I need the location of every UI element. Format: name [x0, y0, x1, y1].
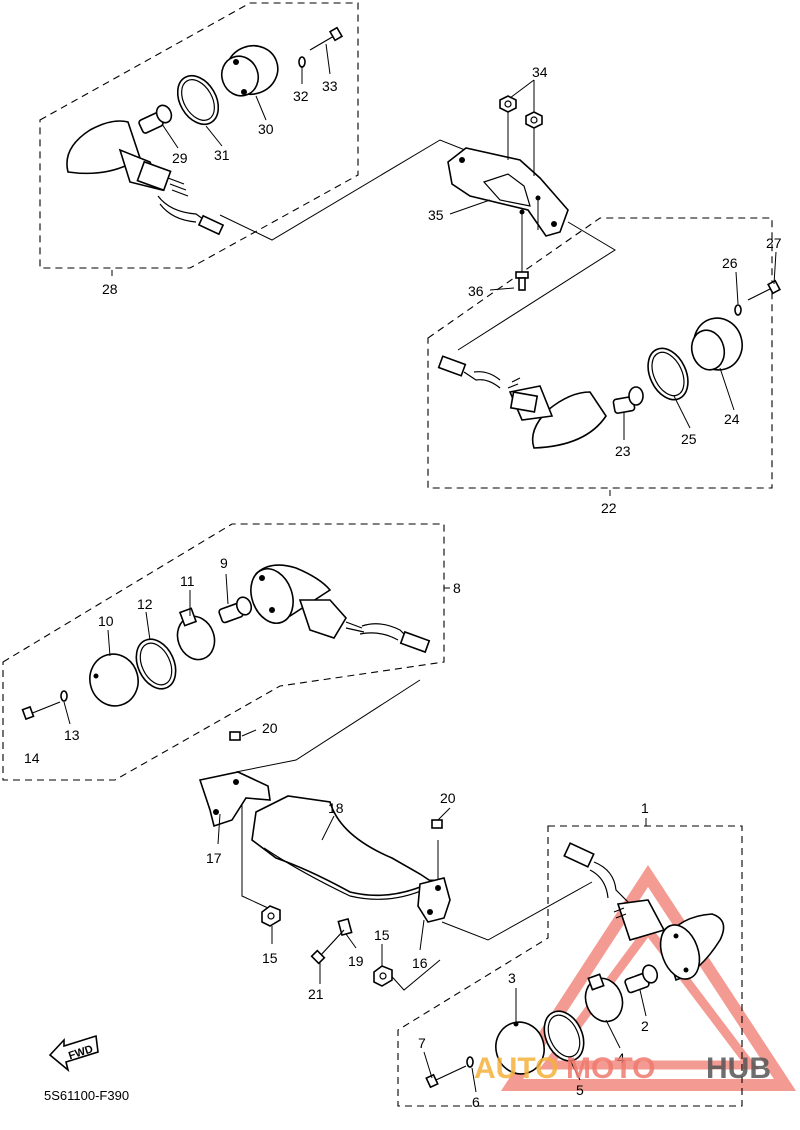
- callout-36: 36: [468, 283, 484, 299]
- spacer-20-lower: [431, 819, 443, 829]
- housing-3: [495, 1021, 545, 1075]
- housing-24: [690, 317, 743, 371]
- screw-27: [747, 279, 781, 301]
- callout-20-upper: 20: [262, 720, 278, 736]
- callout-11: 11: [180, 573, 195, 589]
- callout-26: 26: [722, 255, 738, 271]
- callout-25: 25: [681, 431, 697, 447]
- socket-4: [584, 973, 624, 1023]
- washer-13: [60, 690, 68, 702]
- nut-15-left: [261, 905, 281, 927]
- callout-16: 16: [412, 955, 428, 971]
- socket-11: [176, 607, 216, 661]
- callout-32: 32: [293, 88, 309, 104]
- callout-31: 31: [214, 147, 230, 163]
- washer-26: [734, 304, 742, 316]
- callout-20-lower: 20: [440, 790, 456, 806]
- callout-34: 34: [532, 64, 548, 80]
- housing-10: [89, 653, 139, 707]
- connector-line-bottom: [441, 881, 593, 941]
- callout-10: 10: [98, 613, 114, 629]
- callout-27: 27: [766, 235, 782, 251]
- gasket-25: [647, 347, 689, 401]
- turn-signal-assembly-8: [21, 564, 431, 721]
- nut-34: [499, 95, 543, 176]
- spacer-20-upper: [229, 731, 241, 741]
- callout-33: 33: [322, 78, 338, 94]
- callout-24: 24: [724, 411, 740, 427]
- connector-line-mid: [235, 679, 421, 773]
- washer-32: [298, 56, 306, 68]
- callout-1: 1: [641, 800, 649, 816]
- gasket-5: [543, 1010, 585, 1062]
- gasket-31: [176, 74, 220, 126]
- stay-18: [251, 795, 434, 900]
- callout-29: 29: [172, 150, 188, 166]
- callout-13: 13: [64, 727, 80, 743]
- callout-6: 6: [472, 1094, 480, 1110]
- callout-3: 3: [508, 970, 516, 986]
- assembly-outline-1: [397, 825, 743, 1107]
- callout-8: 8: [453, 580, 461, 596]
- watermark-text-moto: MOTO: [566, 1052, 655, 1085]
- watermark-text-auto: AUTO: [474, 1052, 558, 1085]
- nut-15-right: [373, 965, 393, 987]
- callout-7: 7: [418, 1035, 426, 1051]
- screw-14: [21, 701, 61, 721]
- bracket-35: [447, 147, 569, 280]
- screw-33: [309, 26, 344, 51]
- turn-signal-assembly-1: [425, 842, 725, 1089]
- callout-17: 17: [206, 850, 222, 866]
- housing-30: [220, 44, 279, 97]
- callout-14: 14: [24, 750, 40, 766]
- turn-signal-assembly-28: [66, 26, 344, 236]
- gasket-12: [135, 638, 177, 690]
- bracket-16: [417, 877, 451, 923]
- callout-9: 9: [220, 555, 228, 571]
- callout-2: 2: [641, 1018, 649, 1034]
- watermark-text: AUTO MOTO HUB: [474, 1052, 771, 1085]
- assembly-outline-8: [2, 523, 445, 781]
- bulb-23: [612, 386, 644, 414]
- callout-15-left: 15: [262, 950, 278, 966]
- callout-28: 28: [102, 281, 118, 297]
- bolt-36: [515, 271, 529, 291]
- turn-signal-assembly-22: [437, 279, 781, 449]
- callout-30: 30: [258, 121, 274, 137]
- connector-line-right: [457, 221, 616, 351]
- callout-22: 22: [601, 500, 617, 516]
- callout-12: 12: [137, 596, 153, 612]
- bulb-9: [218, 596, 253, 624]
- washer-6: [466, 1056, 474, 1068]
- assembly-outline-28: [39, 2, 359, 269]
- collar-19: [337, 917, 353, 937]
- leader-lines: [63, 43, 777, 1093]
- callout-35: 35: [428, 207, 444, 223]
- forward-arrow-icon: FWD: [48, 1034, 99, 1073]
- callout-23: 23: [615, 443, 631, 459]
- diagram-code: 5S61100-F390: [44, 1088, 129, 1103]
- bracket-17: [198, 771, 271, 828]
- screw-7: [425, 1065, 467, 1089]
- callout-15-right: 15: [374, 927, 390, 943]
- connector-line-stud-17: [241, 800, 269, 909]
- callout-5: 5: [576, 1082, 584, 1098]
- callout-19: 19: [348, 953, 364, 969]
- callout-18: 18: [328, 800, 344, 816]
- watermark-text-hub: HUB: [706, 1052, 771, 1085]
- callout-numbers: 1 2 3 4 5 6 7 8 9 10 11 12 13 14 15 15 1…: [24, 64, 782, 1110]
- bolt-21: [310, 929, 345, 965]
- bulb-2: [624, 964, 659, 994]
- assembly-outline-22: [427, 217, 773, 489]
- bulb-29: [138, 104, 173, 134]
- callout-4: 4: [617, 1050, 625, 1066]
- callout-21: 21: [308, 986, 324, 1002]
- connector-line-top: [219, 139, 471, 241]
